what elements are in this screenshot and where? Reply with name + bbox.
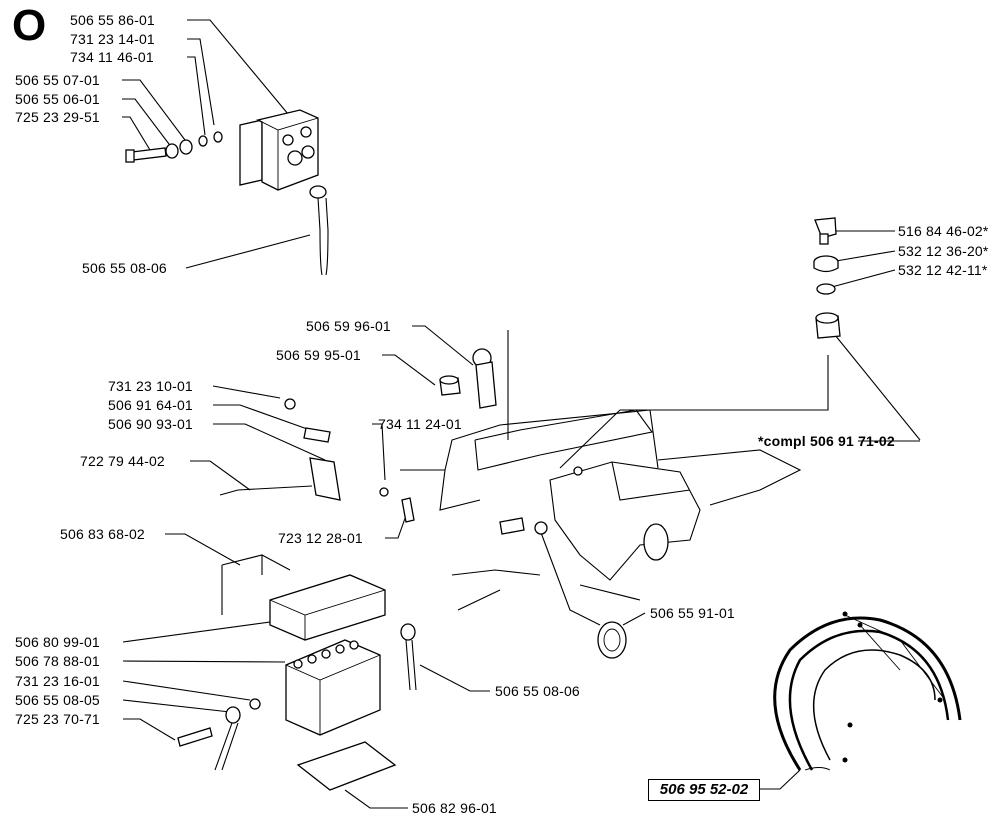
part-label: 506 59 96-01	[306, 318, 391, 334]
brackets-small-parts	[219, 398, 415, 523]
chassis-frame	[400, 409, 802, 611]
complete-assembly-label: *compl 506 91 71-02	[758, 433, 895, 449]
gear-lever	[439, 330, 509, 440]
part-label: 506 55 08-05	[15, 692, 100, 708]
part-label: 516 84 46-02*	[898, 223, 989, 239]
solenoid-assembly	[125, 109, 329, 276]
part-label: 506 55 08-06	[82, 260, 167, 276]
part-label: 506 91 64-01	[108, 397, 193, 413]
part-label: 506 55 06-01	[15, 91, 100, 107]
part-label: 506 55 07-01	[15, 72, 100, 88]
part-label: 506 83 68-02	[60, 526, 145, 542]
wiring-harness	[773, 611, 962, 771]
part-label: 722 79 44-02	[80, 453, 165, 469]
battery-group	[177, 554, 417, 791]
part-label: 734 11 46-01	[70, 49, 154, 65]
part-label: 506 55 91-01	[650, 605, 735, 621]
part-label: 506 55 08-06	[495, 683, 580, 699]
part-label: 725 23 70-71	[15, 711, 100, 727]
part-label: 532 12 36-20*	[898, 243, 989, 259]
grommet	[597, 621, 627, 659]
part-label: 731 23 16-01	[15, 673, 100, 689]
part-label: 734 11 24-01	[378, 416, 462, 432]
part-label: 506 90 93-01	[108, 416, 193, 432]
part-label: 723 12 28-01	[278, 530, 363, 546]
section-letter: O	[12, 1, 47, 50]
part-label: 506 80 99-01	[15, 634, 100, 650]
ignition-switch	[813, 217, 841, 339]
part-label: 506 59 95-01	[276, 347, 361, 363]
part-label: 506 55 86-01	[70, 12, 155, 28]
harness-part-number-box: 506 95 52-02	[648, 779, 760, 801]
part-label: 506 78 88-01	[15, 653, 100, 669]
part-label: 725 23 29-51	[15, 109, 100, 125]
part-label: 532 12 42-11*	[898, 262, 988, 278]
part-label: 731 23 14-01	[70, 31, 155, 47]
part-label: 506 82 96-01	[412, 800, 497, 816]
leader-lines	[122, 19, 921, 809]
part-label: 731 23 10-01	[108, 378, 193, 394]
